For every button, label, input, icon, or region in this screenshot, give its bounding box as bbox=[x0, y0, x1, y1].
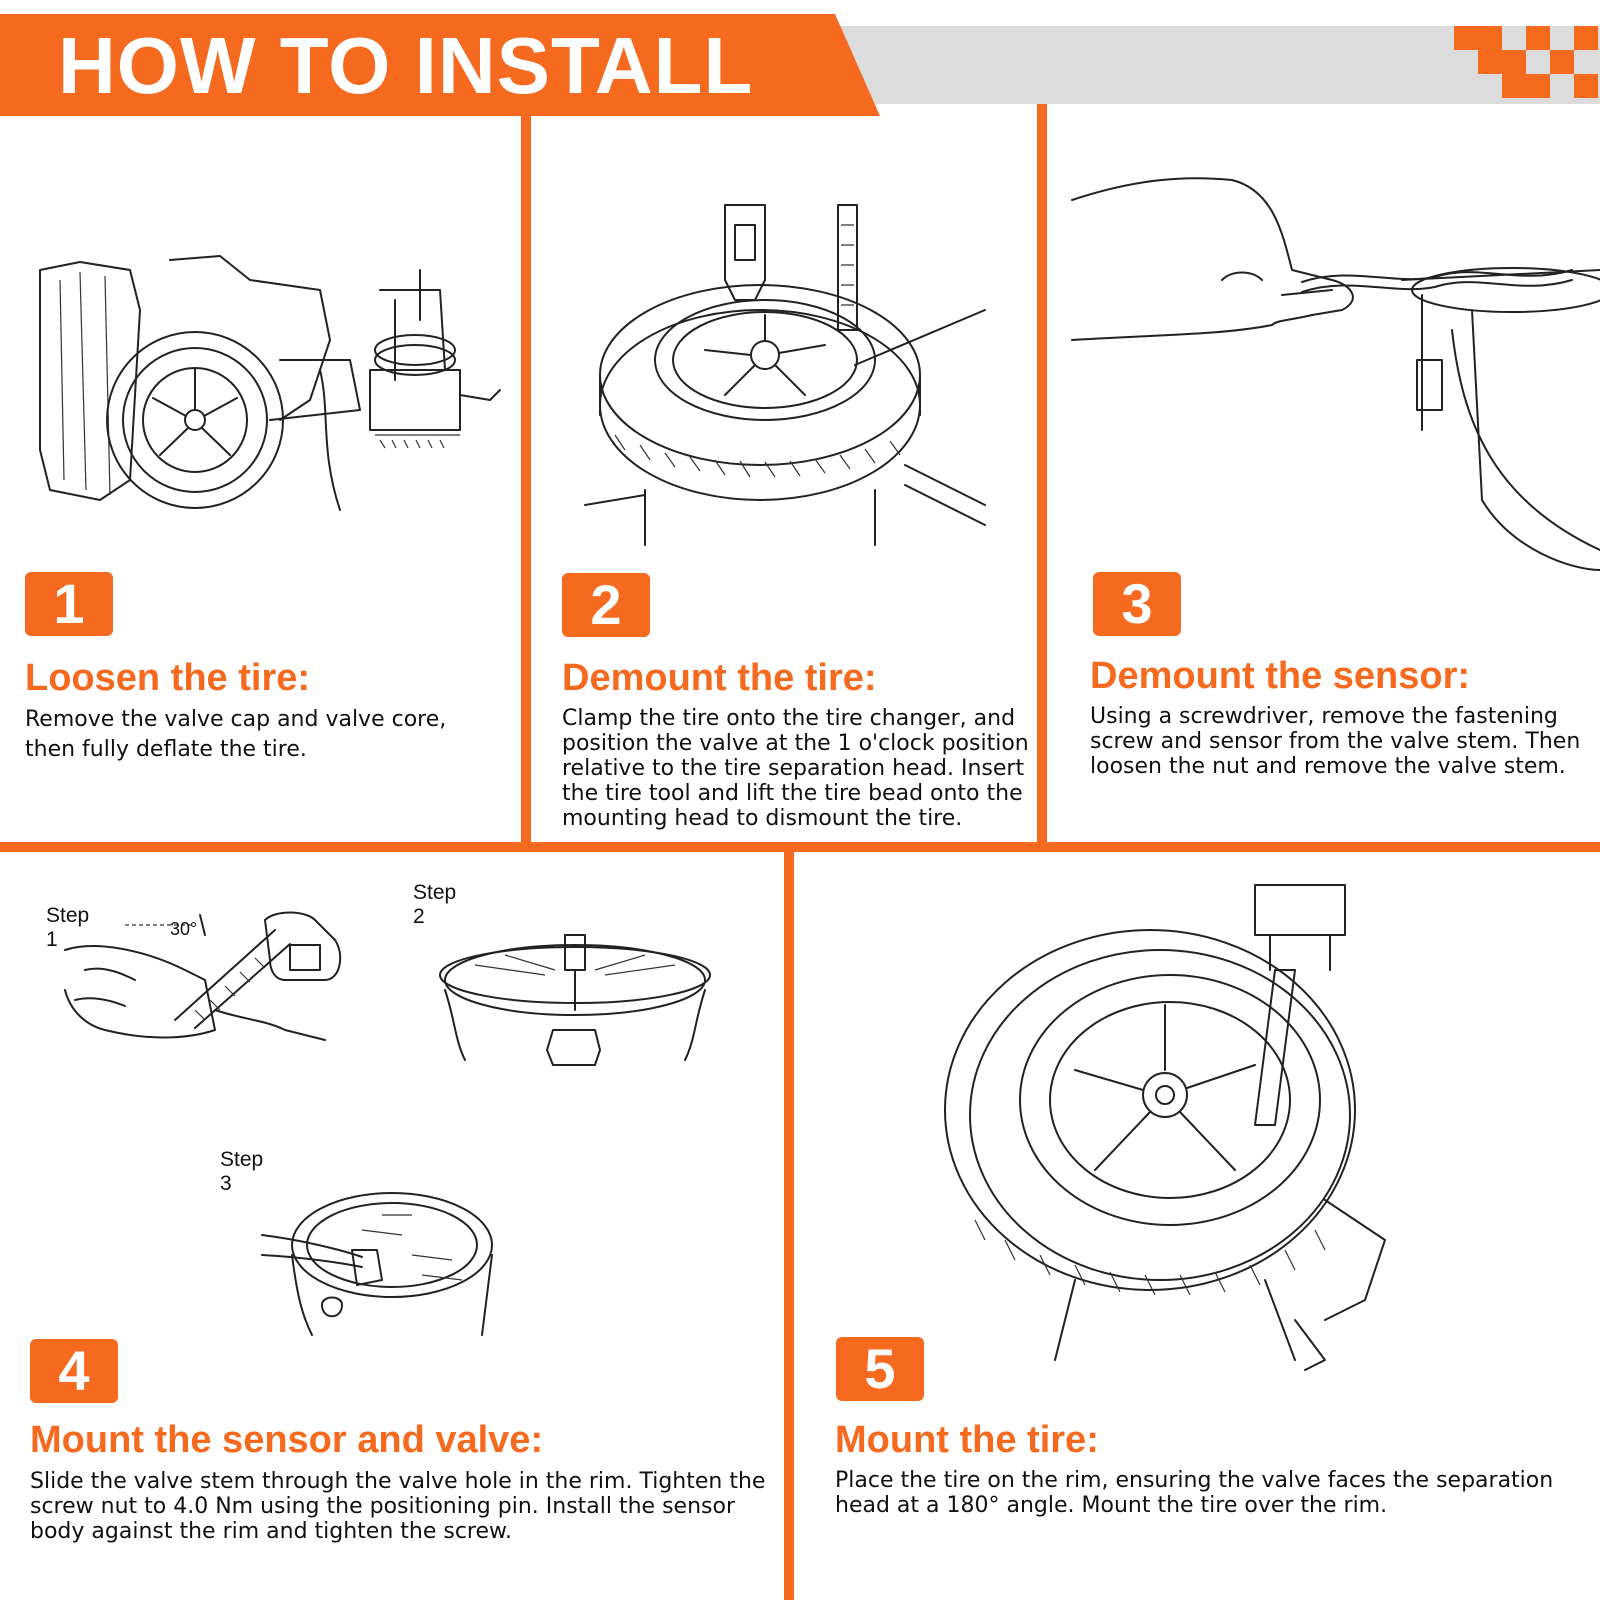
step-title: Loosen the tire: bbox=[25, 657, 311, 699]
tire-changer-machine-icon bbox=[39, 255, 501, 511]
step-title: Demount the sensor: bbox=[1090, 655, 1471, 697]
step-number-badge: 1 bbox=[25, 572, 113, 636]
sensor-against-rim-icon bbox=[261, 1192, 493, 1336]
step-description: Place the tire on the rim, ensuring the … bbox=[835, 1468, 1554, 1518]
step-title: Mount the sensor and valve: bbox=[30, 1419, 544, 1461]
step-number-badge: 2 bbox=[562, 573, 650, 637]
substep-label: Step 2 bbox=[413, 881, 457, 928]
divider bbox=[521, 116, 531, 842]
rim-with-valve-icon bbox=[439, 934, 711, 1066]
checker-pattern-icon bbox=[1454, 26, 1600, 104]
valve-insertion-hand-icon bbox=[64, 911, 342, 1041]
step-title: Demount the tire: bbox=[562, 657, 877, 699]
divider bbox=[784, 852, 794, 1600]
step-description: Clamp the tire onto the tire changer, an… bbox=[562, 706, 1029, 831]
substep-label: Step 3 bbox=[220, 1148, 264, 1195]
step-number-badge: 5 bbox=[836, 1337, 924, 1401]
header-banner bbox=[0, 14, 880, 116]
step-description: Using a screwdriver, remove the fastenin… bbox=[1090, 704, 1581, 779]
step-number-badge: 4 bbox=[30, 1339, 118, 1403]
angle-annotation: 30° bbox=[170, 919, 198, 939]
tire-on-changer-with-lever-icon bbox=[584, 204, 986, 546]
substep-label: Step 1 bbox=[46, 904, 90, 951]
page-title: HOW TO INSTALL bbox=[58, 21, 754, 110]
divider bbox=[0, 842, 1600, 852]
step-description: Slide the valve stem through the valve h… bbox=[30, 1469, 766, 1544]
hand-removing-sensor-icon bbox=[1071, 177, 1600, 571]
tire-mounting-on-changer-icon bbox=[944, 884, 1386, 1371]
divider bbox=[1037, 104, 1047, 842]
step-description: Remove the valve cap and valve core, the… bbox=[25, 707, 447, 762]
step-title: Mount the tire: bbox=[835, 1419, 1099, 1461]
step-number-badge: 3 bbox=[1093, 572, 1181, 636]
